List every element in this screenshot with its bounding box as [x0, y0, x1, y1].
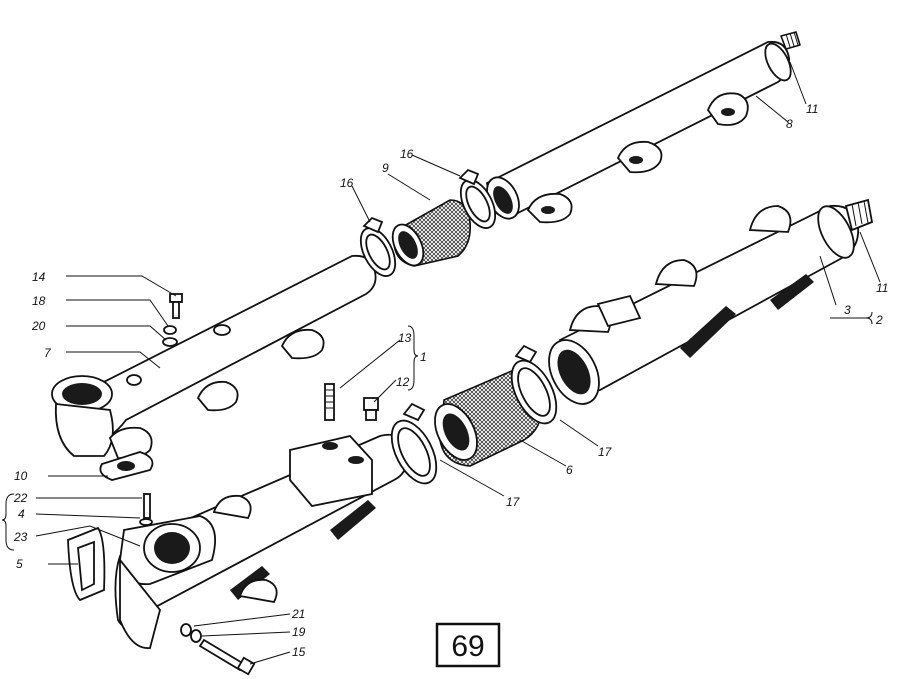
- callout-5: 5: [16, 557, 23, 571]
- callout-13: 13: [398, 331, 412, 345]
- callout-20: 20: [31, 319, 46, 333]
- bolt-15: [198, 638, 256, 676]
- upper-clamp-right: [458, 168, 497, 229]
- bolt-14: [169, 293, 183, 319]
- washer-4: [139, 518, 153, 526]
- callout-3: 3: [844, 303, 851, 317]
- callout-18: 18: [32, 294, 46, 308]
- callout-17-right: 17: [598, 445, 613, 459]
- callout-14: 14: [32, 270, 46, 284]
- washer-20: [162, 337, 178, 347]
- washer-18: [163, 325, 177, 335]
- callout-22: 22: [13, 491, 28, 505]
- callout-12: 12: [396, 375, 410, 389]
- callout-19: 19: [292, 625, 306, 639]
- lower-manifold-rear-pipe: [548, 198, 874, 405]
- stud-13: [324, 383, 335, 421]
- callout-16-top: 16: [400, 147, 414, 161]
- callout-1: 1: [420, 350, 427, 364]
- callout-7: 7: [44, 346, 52, 360]
- callout-2: 2: [875, 313, 883, 327]
- washer-19: [190, 629, 202, 643]
- fitting-12: [363, 397, 379, 421]
- lower-manifold-front-pipe: [114, 433, 408, 649]
- callout-11-top: 11: [806, 102, 818, 116]
- lower-clamp-left: [390, 402, 438, 485]
- callout-labels: 14 18 20 7 10 22 4 23 5 13 1 12 16 9 16 …: [13, 102, 888, 659]
- lower-clamp-right: [510, 344, 558, 425]
- callout-15: 15: [292, 645, 306, 659]
- callout-6: 6: [566, 463, 573, 477]
- washer-21: [180, 623, 192, 637]
- callout-17-left: 17: [506, 495, 521, 509]
- upper-rubber-sleeve: [391, 199, 472, 267]
- figure-number: 69: [451, 630, 484, 663]
- callout-9: 9: [382, 161, 389, 175]
- gasket-upper: [99, 451, 154, 481]
- leader-lines: [1, 61, 881, 665]
- callout-10: 10: [14, 469, 28, 483]
- callout-16-left: 16: [340, 176, 354, 190]
- callout-23: 23: [13, 530, 28, 544]
- callout-4: 4: [18, 507, 25, 521]
- figure-number-box: 69: [435, 622, 501, 668]
- gasket-lower: [67, 526, 106, 602]
- callout-8: 8: [786, 117, 793, 131]
- upper-manifold-front-pipe: [51, 254, 377, 460]
- upper-clamp-left: [359, 216, 397, 277]
- callout-11-right: 11: [876, 281, 888, 295]
- upper-manifold-rear-pipe: [486, 31, 801, 224]
- callout-21: 21: [291, 607, 305, 621]
- stud-22: [143, 493, 151, 519]
